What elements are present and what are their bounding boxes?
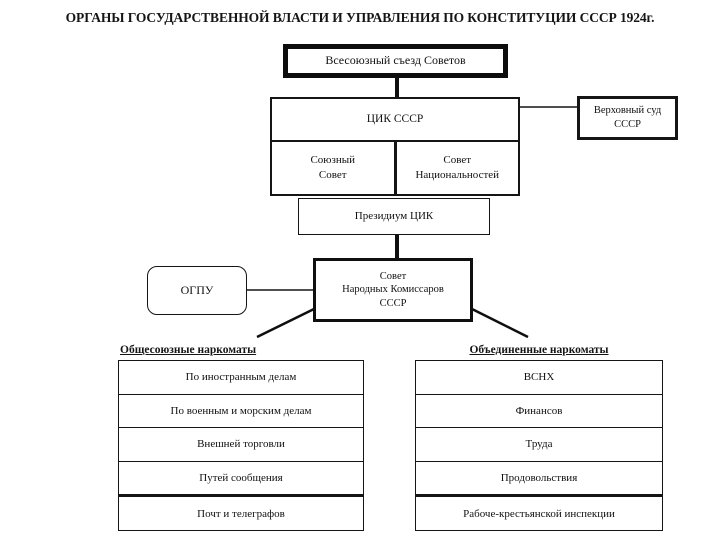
congress-label: Всесоюзный съезд Советов: [325, 53, 466, 68]
union-council-line1: Союзный: [310, 154, 356, 167]
tsik-chambers: Союзный Совет Совет Национальностей: [272, 140, 518, 194]
supreme-court-line1: Верховный суд: [593, 105, 662, 117]
table-row: Рабоче-крестьянской инспекции: [416, 494, 662, 530]
right-narkomat-table: ВСНХ Финансов Труда Продовольствия Рабоч…: [415, 360, 663, 531]
sovnarkom-line1: Совет: [379, 270, 407, 282]
ogpu-label: ОГПУ: [180, 282, 214, 297]
congress-box: Всесоюзный съезд Советов: [283, 44, 508, 78]
table-row: Финансов: [416, 393, 662, 428]
left-column-header: Общесоюзные наркоматы: [120, 344, 257, 356]
supreme-court-line2: СССР: [614, 119, 641, 130]
nationalities-council-line2: Национальностей: [415, 169, 500, 181]
table-row: Внешней торговли: [119, 427, 363, 461]
table-row: Почт и телеграфов: [119, 494, 363, 530]
tsik-label: ЦИК СССР: [366, 113, 424, 126]
table-row: Продовольствия: [416, 460, 662, 495]
table-row: По иностранным делам: [185, 371, 297, 384]
table-row: Труда: [416, 427, 662, 461]
sovnarkom-line3: СССР: [379, 297, 407, 309]
nationalities-council-line1: Совет: [443, 154, 472, 167]
union-council-cell: Союзный Совет: [272, 142, 394, 194]
ogpu-box: ОГПУ: [147, 266, 247, 315]
sovnarkom-box: Совет Народных Комиссаров СССР: [313, 258, 473, 322]
connector-sovnarkom-left-column: [256, 307, 315, 339]
table-row: Путей сообщения: [119, 460, 363, 495]
presidium-label: Президиум ЦИК: [354, 210, 434, 223]
nationalities-council-cell: Совет Национальностей: [393, 142, 519, 194]
table-row: По военным и морским делам: [119, 393, 363, 428]
sovnarkom-line2: Народных Комиссаров: [342, 284, 444, 296]
union-council-line2: Совет: [318, 169, 347, 181]
presidium-box: Президиум ЦИК: [298, 198, 490, 235]
left-narkomat-table: По иностранным делам По военным и морски…: [118, 360, 364, 531]
tsik-box: ЦИК СССР Союзный Совет Совет Национально…: [270, 97, 520, 196]
page-title: ОРГАНЫ ГОСУДАРСТВЕННОЙ ВЛАСТИ И УПРАВЛЕН…: [65, 10, 655, 25]
right-column-header: Объединенные наркоматы: [469, 344, 609, 356]
table-row: ВСНХ: [523, 371, 555, 384]
supreme-court-box: Верховный суд СССР: [577, 96, 678, 140]
connector-sovnarkom-right-column: [471, 307, 529, 339]
